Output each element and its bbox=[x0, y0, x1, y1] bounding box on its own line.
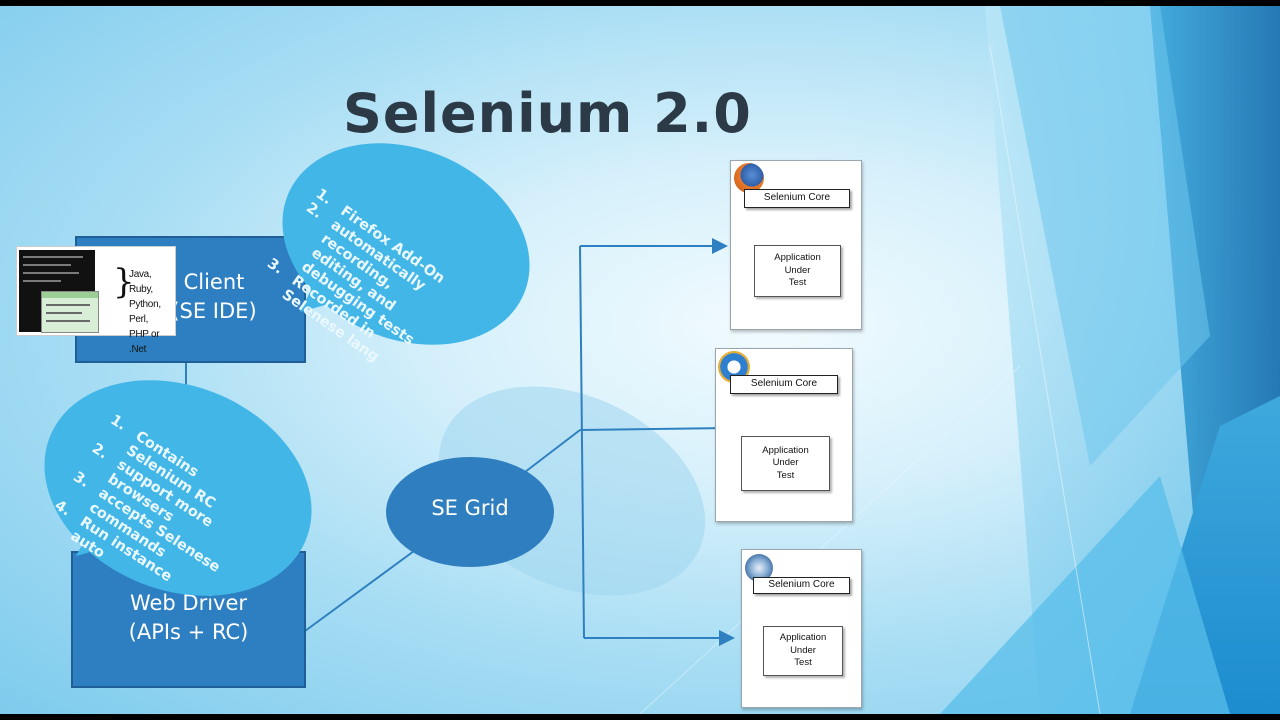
selenium-core-box: Selenium Core bbox=[744, 189, 850, 208]
application-under-test-box: Application Under Test bbox=[754, 245, 841, 297]
slide: Selenium 2.0 Client (SE IDE) bbox=[0, 6, 1280, 714]
application-under-test-box: Application Under Test bbox=[741, 436, 830, 491]
selenium-core-box: Selenium Core bbox=[753, 577, 850, 594]
application-under-test-box: Application Under Test bbox=[763, 626, 843, 676]
browser-window-firefox: Selenium Core Application Under Test bbox=[730, 160, 862, 330]
se-grid-label: SE Grid bbox=[386, 496, 554, 520]
browser-window-internet-explorer: Selenium Core Application Under Test bbox=[715, 348, 853, 522]
selenium-core-box: Selenium Core bbox=[730, 375, 838, 394]
browser-window-safari: Selenium Core Application Under Test bbox=[741, 549, 862, 708]
